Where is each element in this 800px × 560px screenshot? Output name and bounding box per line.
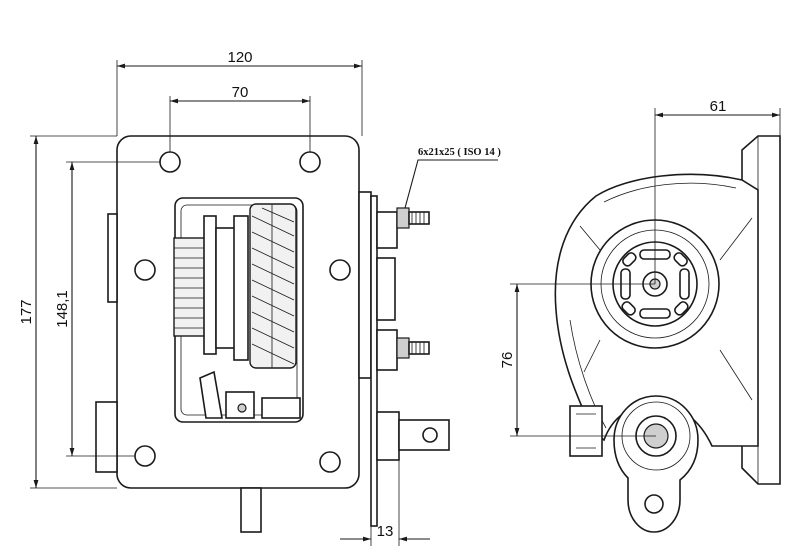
bottom-shaft-stub <box>240 487 262 533</box>
front-view: 6x21x25 ( ISO 14 ) 120 70 177 148 <box>18 49 501 546</box>
lug-hole <box>644 494 664 514</box>
lower-boss <box>613 395 699 533</box>
lower-left-tab <box>95 401 118 473</box>
mount-hole-bottom-left <box>134 445 156 467</box>
stud-lower <box>396 337 430 359</box>
dim-side-offset: 61 <box>654 98 781 284</box>
side-boss <box>569 405 603 457</box>
mount-hole-bottom-right <box>319 451 341 473</box>
dim-label-76: 76 <box>499 352 516 369</box>
spur-gear <box>173 215 249 361</box>
dim-label-120: 120 <box>227 49 252 66</box>
mount-hole-mid-right <box>329 259 351 281</box>
flange-plate <box>370 195 378 527</box>
dim-label-148-1: 148,1 <box>54 290 71 328</box>
dim-overall-height: 177 <box>18 135 117 489</box>
dim-label-177: 177 <box>18 299 35 324</box>
dim-hole-spacing-v: 148,1 <box>54 161 160 457</box>
helical-gear <box>249 203 297 369</box>
mount-hole-top-left <box>159 151 181 173</box>
dim-label-61: 61 <box>710 98 727 115</box>
stud-upper <box>396 207 430 229</box>
dim-shaft-distance: 76 <box>499 283 656 437</box>
side-view: 61 76 <box>499 98 781 533</box>
stud-spec-note: 6x21x25 ( ISO 14 ) <box>418 147 501 158</box>
mount-hole-mid-left <box>134 259 156 281</box>
mount-hole-top-right <box>299 151 321 173</box>
dim-hole-spacing-h: 70 <box>169 84 311 152</box>
shift-mechanism <box>199 370 301 419</box>
stud-leader-line <box>404 159 498 209</box>
side-flange <box>358 191 450 527</box>
dim-label-13: 13 <box>377 523 394 540</box>
dim-flange-thickness: 13 <box>340 460 430 546</box>
dim-label-70: 70 <box>232 84 249 101</box>
left-lug <box>107 213 118 303</box>
dim-overall-width: 120 <box>116 49 363 136</box>
